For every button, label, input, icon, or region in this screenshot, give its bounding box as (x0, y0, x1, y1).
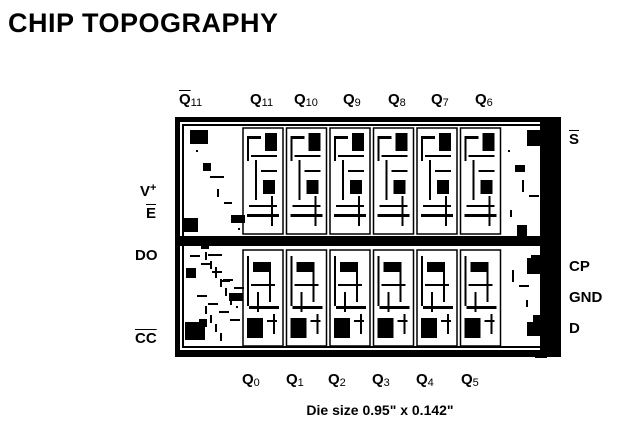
pin-label-q5: Q5 (461, 371, 479, 390)
pin-label-q11: Q11 (250, 91, 274, 110)
circuit-cells (184, 127, 543, 347)
pin-label-q6: Q6 (475, 91, 493, 110)
center-bus (180, 236, 550, 246)
pin-label-cp: CP (569, 258, 590, 275)
pin-label-cc-bar: CC (135, 330, 157, 347)
bond-pad (421, 318, 437, 338)
pin-label-q8: Q8 (388, 91, 406, 110)
pin-label-gnd: GND (569, 289, 603, 306)
bond-pad (247, 318, 263, 338)
page-title: CHIP TOPOGRAPHY (8, 8, 279, 38)
pin-label-vplus: V+ (140, 182, 157, 200)
bond-pad (464, 318, 481, 338)
bond-pad (352, 133, 364, 151)
pin-label-q2: Q2 (328, 371, 346, 390)
bond-pad (308, 133, 321, 151)
pin-label-q11-bar: Q11 (179, 91, 203, 110)
bond-pad (527, 130, 543, 146)
die-size-caption: Die size 0.95" x 0.142" (306, 402, 454, 418)
bond-pad (265, 133, 277, 151)
bond-pad (184, 218, 198, 232)
bond-pad (334, 318, 350, 338)
pin-label-d: D (569, 320, 580, 337)
pin-label-e-bar: E (146, 205, 157, 222)
pin-label-q1: Q1 (286, 371, 304, 390)
pin-label-q0: Q0 (242, 371, 260, 390)
pin-label-q3: Q3 (372, 371, 390, 390)
bond-pad (377, 318, 394, 338)
pin-label-q9: Q9 (343, 91, 361, 110)
pin-label-q4: Q4 (416, 371, 434, 390)
pin-label-s-bar: S (569, 131, 580, 148)
pin-label-q10: Q10 (294, 91, 318, 110)
bond-pad (395, 133, 408, 151)
bond-pad (190, 130, 208, 144)
bond-pad (290, 318, 307, 338)
bond-pad (482, 133, 495, 151)
pin-label-do: DO (135, 247, 158, 264)
bond-pad (439, 133, 451, 151)
pin-label-q7: Q7 (431, 91, 449, 110)
